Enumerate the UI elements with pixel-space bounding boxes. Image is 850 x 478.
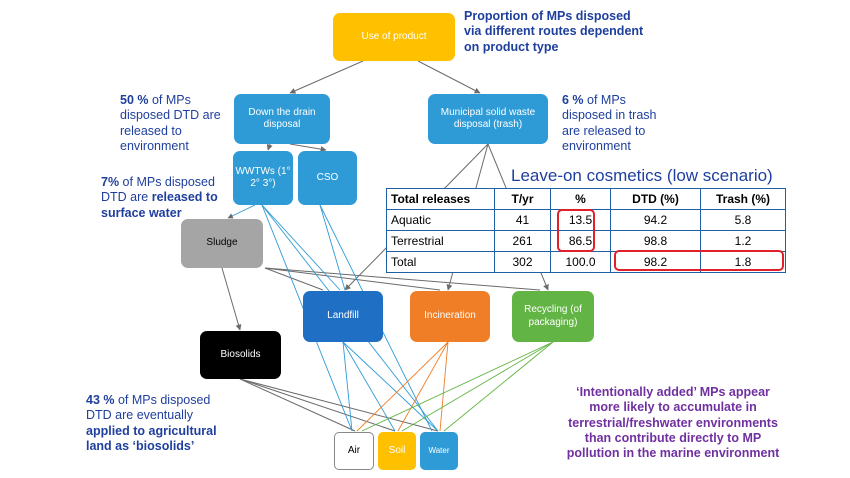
- table-row: Total 302 100.0 98.2 1.8: [386, 251, 786, 273]
- cell-trash: 1.2: [700, 230, 786, 252]
- cell-label: Terrestrial: [386, 230, 495, 252]
- note-wwtw-bold: released to surface water: [101, 190, 218, 220]
- node-wwtws: WWTWs (1° 2° 3°): [233, 151, 293, 205]
- note-proportion: Proportion of MPs disposed via different…: [464, 9, 644, 54]
- node-recycling: Recycling (of packaging): [512, 291, 594, 342]
- note-trash-pct: 6 %: [562, 93, 584, 107]
- note-bio-pct: 43 %: [86, 393, 115, 407]
- note-bio-text: of MPs disposed DTD are eventually: [86, 393, 211, 423]
- node-water: Water: [420, 432, 458, 470]
- node-use-of-product: Use of product: [333, 13, 455, 61]
- header-tyr: T/yr: [494, 188, 551, 210]
- note-wwtw-pct: 7%: [101, 175, 120, 189]
- node-biosolids: Biosolids: [200, 331, 281, 379]
- node-down-the-drain: Down the drain disposal: [234, 94, 330, 144]
- table-header-row: Total releases T/yr % DTD (%) Trash (%): [386, 188, 786, 210]
- note-trash-release: 6 % of MPs disposed in trash are release…: [562, 93, 674, 154]
- note-wwtw-text: of MPs disposed DTD are: [101, 175, 215, 205]
- releases-table: Total releases T/yr % DTD (%) Trash (%) …: [386, 188, 786, 273]
- note-dtd-pct: 50 %: [120, 93, 149, 107]
- header-dtd: DTD (%): [610, 188, 701, 210]
- note-trash-text: of MPs disposed in trash are released to…: [562, 93, 657, 153]
- node-soil: Soil: [378, 432, 416, 470]
- node-air: Air: [334, 432, 374, 470]
- node-landfill: Landfill: [303, 291, 383, 342]
- cell-tyr: 302: [494, 251, 551, 273]
- cell-dtd: 98.8: [610, 230, 701, 252]
- note-bio-bold: applied to agricultural land as ‘biosoli…: [86, 423, 217, 453]
- node-cso: CSO: [298, 151, 357, 205]
- node-municipal-solid-waste: Municipal solid waste disposal (trash): [428, 94, 548, 144]
- header-trash: Trash (%): [700, 188, 786, 210]
- header-percent: %: [550, 188, 611, 210]
- cell-trash: 1.8: [700, 251, 786, 273]
- cell-percent: 100.0: [550, 251, 611, 273]
- table-row: Terrestrial 261 86.5 98.8 1.2: [386, 230, 786, 252]
- table-title: Leave-on cosmetics (low scenario): [511, 166, 773, 185]
- note-dtd-text: of MPs disposed DTD are released to envi…: [120, 93, 221, 153]
- cell-dtd: 94.2: [610, 209, 701, 231]
- note-wwtw-release: 7% of MPs disposed DTD are released to s…: [101, 175, 233, 221]
- note-intentionally-added: ‘Intentionally added’ MPs appear more li…: [566, 385, 780, 460]
- cell-label: Aquatic: [386, 209, 495, 231]
- highlight-percent-column: [557, 209, 595, 252]
- note-biosolids-release: 43 % of MPs disposed DTD are eventually …: [86, 393, 236, 454]
- table-row: Aquatic 41 13.5 94.2 5.8: [386, 209, 786, 231]
- highlight-total-dtd-trash: [614, 250, 784, 271]
- cell-tyr: 261: [494, 230, 551, 252]
- node-incineration: Incineration: [410, 291, 490, 342]
- cell-tyr: 41: [494, 209, 551, 231]
- note-dtd-release: 50 % of MPs disposed DTD are released to…: [120, 93, 232, 154]
- cell-trash: 5.8: [700, 209, 786, 231]
- cell-label: Total: [386, 251, 495, 273]
- header-total-releases: Total releases: [386, 188, 495, 210]
- node-sludge: Sludge: [181, 219, 263, 268]
